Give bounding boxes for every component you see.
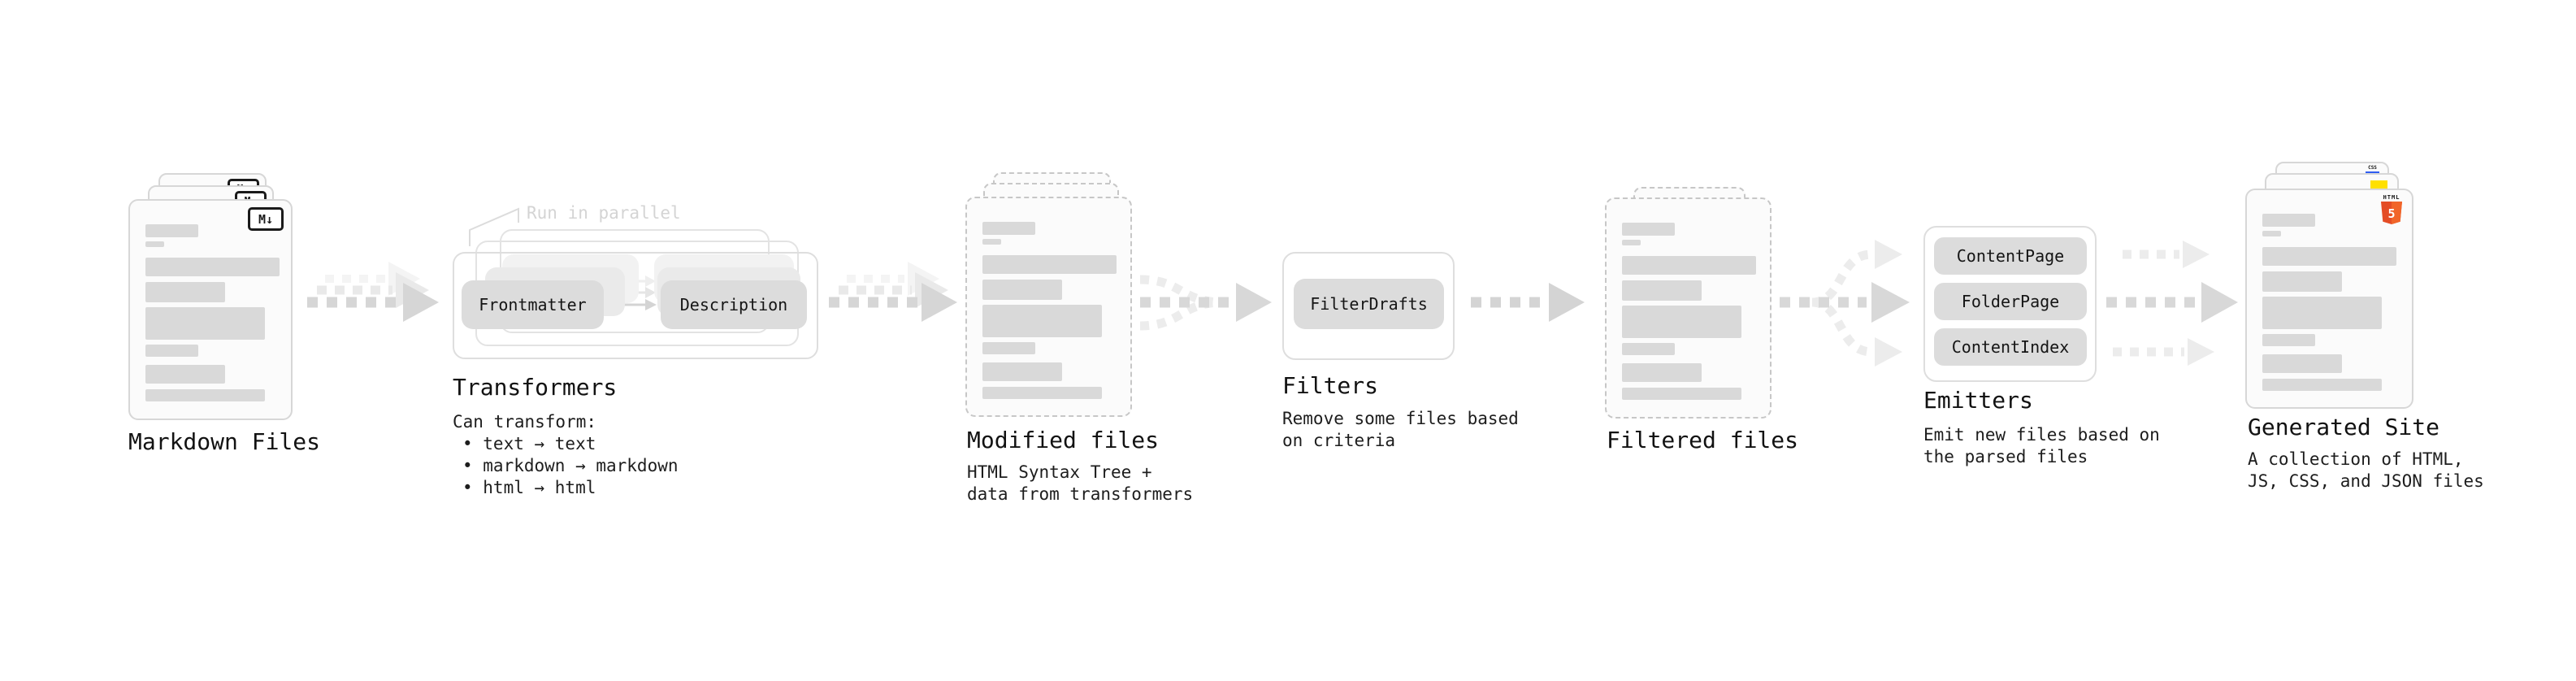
- css-logo-bar: [2366, 171, 2379, 174]
- emitter-content-index-pill: ContentIndex: [1934, 328, 2087, 366]
- arrow-ghost-icon: [317, 262, 429, 308]
- emitter-content-page-pill: ContentPage: [1934, 237, 2087, 275]
- stage-label-markdown-files: Markdown Files: [128, 428, 321, 455]
- placeholder-bar: [145, 365, 225, 384]
- placeholder-bar: [2262, 247, 2396, 266]
- placeholder-bar: [982, 239, 1001, 245]
- js-logo-icon: [2370, 180, 2387, 190]
- html5-logo-icon: HTML 5: [2379, 194, 2404, 224]
- arrow-markdown-to-transformers: [307, 262, 439, 322]
- placeholder-text-bars: [1622, 223, 1756, 400]
- placeholder-bar: [982, 280, 1062, 300]
- placeholder-bar: [982, 387, 1102, 399]
- placeholder-bar: [1622, 306, 1741, 338]
- placeholder-text-bars: [982, 222, 1117, 399]
- transformer-box-front: [453, 252, 818, 359]
- run-in-parallel-note: Run in parallel: [527, 203, 681, 223]
- bullet-item: • text → text: [462, 434, 596, 453]
- placeholder-bar: [2262, 379, 2382, 391]
- placeholder-bar: [982, 255, 1117, 274]
- markdown-icon: M↓: [248, 207, 284, 231]
- stage-label-filtered-files: Filtered files: [1607, 427, 1799, 453]
- css-logo-icon: CSS: [2366, 166, 2379, 174]
- svg-text:5: 5: [2387, 206, 2395, 221]
- modified-file-front: [965, 197, 1132, 417]
- placeholder-bar: [145, 224, 198, 237]
- arrow-transformers-to-modified: [829, 262, 957, 322]
- transformers-desc-title: Can transform:: [453, 412, 597, 432]
- placeholder-bar: [1622, 256, 1756, 275]
- bullet-item: • html → html: [462, 478, 596, 497]
- placeholder-bar: [2262, 354, 2342, 373]
- arrows-emitters-to-generated: [2106, 241, 2238, 366]
- filters-desc: Remove some files based on criteria: [1282, 409, 1519, 450]
- placeholder-bar: [2262, 334, 2315, 346]
- filters-box: [1282, 252, 1455, 360]
- stage-label-emitters: Emitters: [1923, 387, 2033, 414]
- transformer-description-pill: Description: [661, 280, 807, 329]
- placeholder-bar: [1622, 280, 1702, 301]
- bullet-item: • markdown → markdown: [462, 456, 679, 475]
- placeholder-bar: [1622, 240, 1641, 245]
- placeholder-bar: [982, 342, 1035, 354]
- transformers-bullet-list: • text → text • markdown → markdown • ht…: [453, 433, 679, 499]
- placeholder-bar: [145, 389, 265, 401]
- placeholder-bar: [145, 282, 225, 302]
- placeholder-text-bars: [145, 224, 280, 401]
- stage-label-generated-site: Generated Site: [2248, 414, 2440, 440]
- placeholder-bar: [1622, 343, 1675, 355]
- arrow-ghost-icon: [839, 262, 948, 308]
- placeholder-bar: [145, 241, 164, 247]
- placeholder-bar: [145, 258, 280, 276]
- arrow-modified-to-filters: [1139, 275, 1272, 331]
- placeholder-bar: [1622, 363, 1702, 382]
- placeholder-bar: [2262, 231, 2281, 236]
- emitters-desc: Emit new files based on the parsed files: [1923, 425, 2160, 466]
- placeholder-bar: [1622, 223, 1675, 236]
- arrow-filtered-to-emitters: [1780, 240, 1910, 367]
- html5-shield-icon: 5: [2381, 202, 2402, 224]
- placeholder-text-bars: [2262, 214, 2396, 391]
- emitter-folder-page-pill: FolderPage: [1934, 283, 2087, 320]
- placeholder-bar: [2262, 297, 2382, 329]
- arrow-filters-to-filtered: [1471, 283, 1585, 322]
- stage-label-modified-files: Modified files: [967, 427, 1160, 453]
- placeholder-bar: [982, 362, 1062, 381]
- emitters-box: [1923, 226, 2097, 382]
- modified-files-desc: HTML Syntax Tree + data from transformer…: [967, 462, 1194, 504]
- placeholder-bar: [1622, 388, 1741, 400]
- placeholder-bar: [982, 222, 1035, 235]
- filter-drafts-pill: FilterDrafts: [1294, 279, 1444, 329]
- markdown-file-front: M↓: [128, 199, 293, 420]
- generated-file-html: HTML 5: [2245, 189, 2413, 409]
- placeholder-bar: [2262, 271, 2342, 292]
- placeholder-bar: [145, 307, 265, 340]
- placeholder-bar: [145, 345, 198, 357]
- stage-label-filters: Filters: [1282, 372, 1379, 399]
- generated-site-desc: A collection of HTML, JS, CSS, and JSON …: [2248, 449, 2484, 491]
- placeholder-bar: [2262, 214, 2315, 227]
- transformer-frontmatter-pill: Frontmatter: [462, 280, 604, 329]
- filtered-file-front: [1605, 197, 1772, 419]
- placeholder-bar: [982, 305, 1102, 337]
- stage-label-transformers: Transformers: [453, 374, 618, 401]
